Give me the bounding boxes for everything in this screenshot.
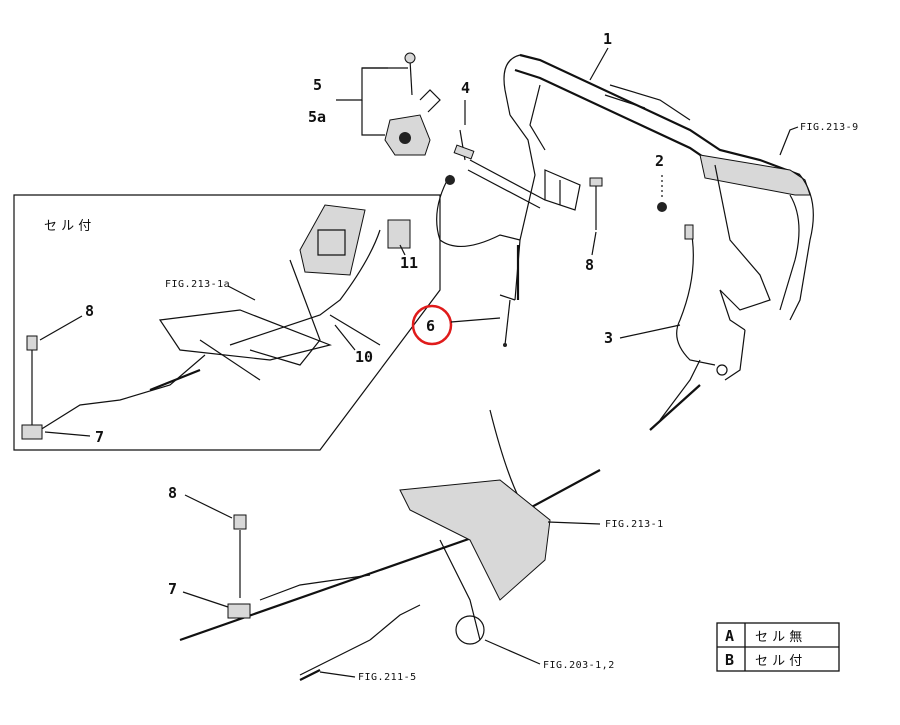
legend-text-a: セ ル 無	[755, 630, 802, 645]
lower-assembly	[179, 409, 601, 681]
handle-assembly	[453, 53, 814, 431]
wire-harness	[436, 174, 521, 347]
ref-lower-left: FIG.211-5	[358, 672, 417, 683]
inset-title: セ ル 付	[44, 219, 91, 234]
legend-text-b: セ ル 付	[755, 654, 802, 669]
inset-box	[13, 194, 441, 451]
lower-label-8: 8	[168, 484, 177, 502]
key-switch	[384, 52, 441, 156]
ref-lower-right: FIG.203-1,2	[543, 660, 615, 671]
label-part-3: 3	[604, 329, 613, 347]
lower-label-7: 7	[168, 580, 177, 598]
legend-table: A セ ル 無 B セ ル 付	[716, 622, 840, 672]
label-part-9: 8	[585, 256, 594, 274]
ref-handle: FIG.213-9	[800, 122, 859, 133]
legend-key-a: A	[725, 627, 734, 645]
inset-label-10: 10	[355, 348, 373, 366]
label-part-1: 1	[603, 30, 612, 48]
inset-fig-ref: FIG.213-1a	[165, 279, 230, 290]
inset-label-11: 11	[400, 254, 418, 272]
legend-key-b: B	[725, 651, 734, 669]
label-part-6: 6	[426, 317, 435, 335]
ref-lower-lever: FIG.213-1	[605, 519, 664, 530]
labels: 1 2 3 4 5 5a 8 FIG.213-9 6 セ ル 付 FIG.213…	[39, 30, 859, 683]
label-part-4: 4	[461, 79, 470, 97]
highlight-circle	[411, 304, 453, 346]
label-part-2: 2	[655, 152, 664, 170]
label-part-5: 5	[313, 76, 322, 94]
inset-label-7: 7	[95, 428, 104, 446]
inset-label-8: 8	[85, 302, 94, 320]
label-part-5a: 5a	[308, 108, 326, 126]
